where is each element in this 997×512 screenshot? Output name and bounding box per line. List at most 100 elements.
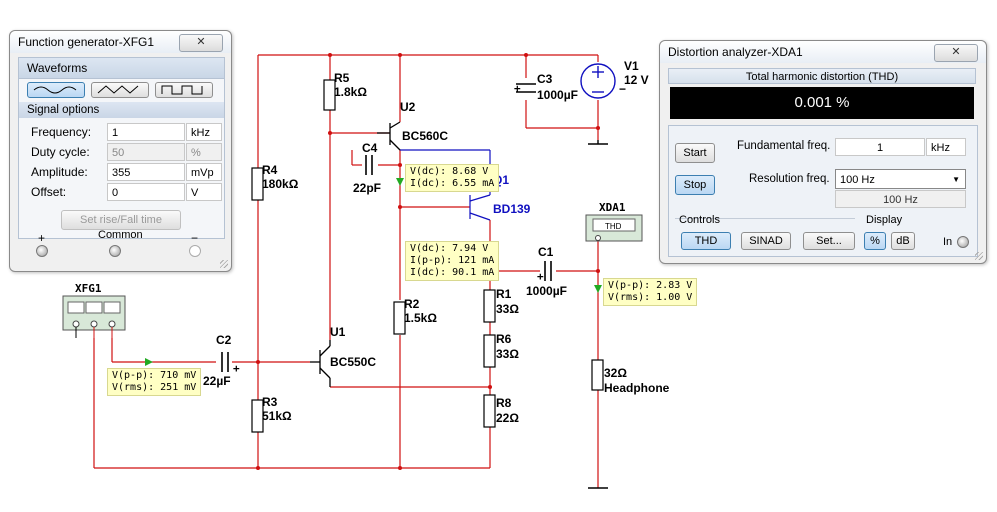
r2-resistor[interactable] xyxy=(393,301,406,335)
duty-cycle-input: 50 xyxy=(107,143,185,161)
triangle-wave-button[interactable] xyxy=(91,82,149,98)
fg-plus-terminal[interactable] xyxy=(36,245,48,257)
fg-resize-grip[interactable] xyxy=(220,260,228,268)
signal-options-header: Signal options xyxy=(19,102,224,118)
fg-minus-label: − xyxy=(191,231,199,245)
fundamental-input[interactable]: 1 xyxy=(835,138,925,156)
u1-name: U1 xyxy=(330,325,346,339)
c1-capacitor[interactable] xyxy=(544,261,552,281)
r5-name: R5 xyxy=(334,71,350,85)
sine-wave-button[interactable] xyxy=(27,82,85,98)
xfg1-label: XFG1 xyxy=(75,282,102,295)
amplitude-input[interactable]: 355 xyxy=(107,163,185,181)
c1-value: 1000µF xyxy=(526,284,567,298)
fg-minus-terminal[interactable] xyxy=(189,245,201,257)
start-button[interactable]: Start xyxy=(675,143,715,163)
fg-close-button[interactable]: ✕ xyxy=(179,34,223,52)
resolution-select[interactable]: 100 Hz ▼ xyxy=(835,169,966,189)
da-in-terminal[interactable] xyxy=(957,236,969,248)
r2-value: 1.5kΩ xyxy=(404,311,437,325)
sine-wave-icon xyxy=(33,86,77,94)
set-button[interactable]: Set... xyxy=(803,232,855,250)
amplitude-unit[interactable]: mVp xyxy=(186,163,222,181)
distortion-analyzer-window[interactable]: Distortion analyzer-XDA1 ✕ Total harmoni… xyxy=(659,40,987,264)
xda1-instrument[interactable] xyxy=(585,214,643,242)
square-wave-button[interactable] xyxy=(155,82,213,98)
r1-name: R1 xyxy=(496,287,512,301)
v1-source[interactable]: − xyxy=(580,63,626,99)
c4-value: 22pF xyxy=(353,181,381,195)
controls-label: Controls xyxy=(679,214,720,226)
u2-part: BC560C xyxy=(402,129,448,143)
db-button[interactable]: dB xyxy=(891,232,915,250)
resolution-readout: 100 Hz xyxy=(835,190,966,208)
r2-name: R2 xyxy=(404,297,420,311)
stop-button[interactable]: Stop xyxy=(675,175,715,195)
display-label: Display xyxy=(866,214,903,226)
duty-cycle-unit: % xyxy=(186,143,222,161)
da-resize-grip[interactable] xyxy=(975,252,983,260)
r4-value: 180kΩ xyxy=(262,177,299,191)
r8-resistor[interactable] xyxy=(483,394,496,428)
headphone-load[interactable] xyxy=(591,359,604,391)
r1-value: 33Ω xyxy=(496,302,519,316)
duty-cycle-label: Duty cycle: xyxy=(31,145,90,159)
u2-transistor[interactable] xyxy=(377,121,401,151)
r6-value: 33Ω xyxy=(496,347,519,361)
q1-transistor[interactable] xyxy=(455,188,495,224)
svg-text:−: − xyxy=(619,82,626,96)
xfg1-instrument[interactable] xyxy=(62,295,126,338)
frequency-input[interactable]: 1 xyxy=(107,123,185,141)
offset-input[interactable]: 0 xyxy=(107,183,185,201)
frequency-unit[interactable]: kHz xyxy=(186,123,222,141)
fg-title-bar[interactable]: Function generator-XFG1 ✕ xyxy=(10,31,231,53)
fg-common-label: Common xyxy=(98,229,143,241)
r4-resistor[interactable] xyxy=(251,167,264,201)
svg-text:+: + xyxy=(537,270,544,283)
amplitude-label: Amplitude: xyxy=(31,165,88,179)
fg-panel: Waveforms Signal options Frequency: 1 kH… xyxy=(18,57,225,239)
c1-name: C1 xyxy=(538,245,554,259)
chevron-down-icon: ▼ xyxy=(952,175,960,184)
r1-resistor[interactable] xyxy=(483,289,496,323)
r5-resistor[interactable] xyxy=(323,79,336,111)
u1-transistor[interactable] xyxy=(310,340,331,387)
xda1-screen: THD xyxy=(605,222,622,231)
fg-title: Function generator-XFG1 xyxy=(18,35,155,49)
resolution-selected: 100 Hz xyxy=(840,174,875,186)
ground-symbol xyxy=(588,140,608,489)
offset-unit[interactable]: V xyxy=(186,183,222,201)
resolution-label: Resolution freq. xyxy=(749,173,830,185)
da-close-button[interactable]: ✕ xyxy=(934,44,978,62)
wires xyxy=(93,54,599,488)
r8-name: R8 xyxy=(496,396,512,410)
c3-value: 1000µF xyxy=(537,88,578,102)
r3-resistor[interactable] xyxy=(251,399,264,433)
r6-name: R6 xyxy=(496,332,512,346)
c4-capacitor[interactable] xyxy=(365,155,373,175)
c3-capacitor[interactable] xyxy=(516,83,536,93)
thd-button[interactable]: THD xyxy=(681,232,731,250)
c4-name: C4 xyxy=(362,141,378,155)
svg-text:+: + xyxy=(233,362,240,375)
load-name: Headphone xyxy=(604,381,670,395)
sinad-button[interactable]: SINAD xyxy=(741,232,791,250)
da-controls-panel: Start Stop Fundamental freq. 1 kHz Resol… xyxy=(668,125,978,257)
set-rise-fall-button[interactable]: Set rise/Fall time xyxy=(61,210,181,230)
function-generator-window[interactable]: Function generator-XFG1 ✕ Waveforms Sign… xyxy=(9,30,232,272)
v1-name: V1 xyxy=(624,59,639,73)
fundamental-unit[interactable]: kHz xyxy=(926,138,966,156)
c3-name: C3 xyxy=(537,72,553,86)
c2-capacitor[interactable] xyxy=(221,352,229,372)
fundamental-label: Fundamental freq. xyxy=(737,140,831,152)
fg-common-terminal[interactable] xyxy=(109,245,121,257)
controls-group xyxy=(675,218,855,249)
percent-button[interactable]: % xyxy=(864,232,886,250)
r6-resistor[interactable] xyxy=(483,334,496,368)
da-title-bar[interactable]: Distortion analyzer-XDA1 ✕ xyxy=(660,41,986,63)
offset-label: Offset: xyxy=(31,185,67,199)
